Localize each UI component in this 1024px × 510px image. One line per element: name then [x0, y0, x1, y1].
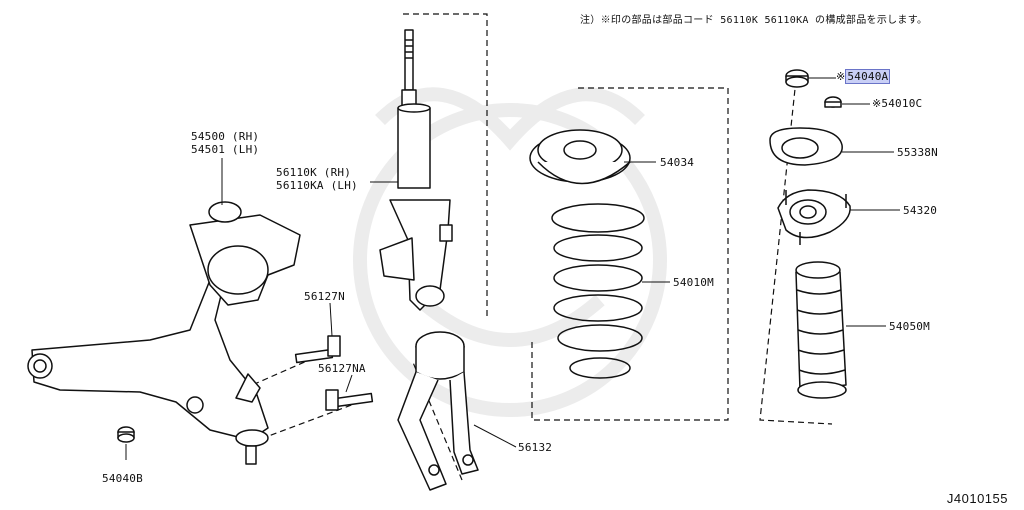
label-54501[interactable]: 54501 (LH)	[191, 143, 260, 156]
nut-54040a	[785, 69, 809, 88]
watermark-logo	[353, 87, 667, 417]
strut-assembly	[379, 29, 453, 311]
fork-56132	[397, 331, 479, 491]
mount-group-box	[759, 69, 833, 425]
label-54040b[interactable]: 54040B	[102, 472, 143, 485]
bolt-56127n	[294, 335, 341, 364]
label-56110ka[interactable]: 56110KA (LH)	[276, 179, 358, 192]
knuckle-guide	[411, 359, 463, 481]
spring-group-box	[531, 87, 729, 421]
leader-56127na	[345, 374, 353, 393]
spring-seat-54034	[529, 129, 631, 185]
label-54040a-row: ※54040A	[836, 69, 891, 84]
label-56110k[interactable]: 56110K (RH)	[276, 166, 352, 179]
component-mark: ※	[836, 70, 846, 83]
label-54500[interactable]: 54500 (RH)	[191, 130, 260, 143]
component-note: 注）※印の部品は部品コード 56110K 56110KA の構成部品を示します。	[580, 15, 928, 26]
insulator-55338n	[769, 127, 843, 166]
label-54010c[interactable]: ※54010C	[872, 97, 923, 110]
label-56132[interactable]: 56132	[518, 441, 553, 454]
lower-arm-54500	[27, 201, 301, 465]
label-54034[interactable]: 54034	[660, 156, 695, 169]
label-56127na[interactable]: 56127NA	[318, 362, 366, 375]
nut-54010c	[824, 96, 842, 108]
nut-54040b	[117, 426, 135, 443]
label-54040a-highlighted[interactable]: 54040A	[845, 69, 891, 84]
bolt-56127na	[325, 389, 374, 411]
coil-spring-54010m	[551, 203, 645, 379]
mount-54320	[777, 189, 851, 245]
label-55338n[interactable]: 55338N	[897, 146, 938, 159]
strut-assembly-outline	[403, 13, 488, 40]
leader-56132	[473, 424, 517, 448]
leader-56127n	[329, 302, 333, 337]
label-54320[interactable]: 54320	[903, 204, 938, 217]
label-54050m[interactable]: 54050M	[889, 320, 930, 333]
label-56127n[interactable]: 56127N	[304, 290, 345, 303]
label-54010m[interactable]: 54010M	[673, 276, 714, 289]
diagram-code: J4010155	[946, 491, 1008, 506]
bound-bumper-54050m	[795, 261, 847, 399]
